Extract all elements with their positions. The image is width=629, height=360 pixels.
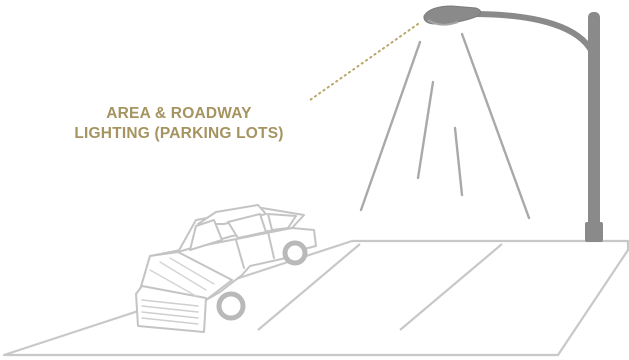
light-ray bbox=[361, 42, 420, 210]
lamp-arm bbox=[472, 14, 592, 52]
lamp-pole bbox=[588, 12, 600, 240]
lighting-category-label: AREA & ROADWAY LIGHTING (PARKING LOTS) bbox=[14, 104, 344, 144]
light-ray bbox=[418, 82, 433, 178]
parking-stall-line bbox=[400, 244, 502, 330]
parking-lot bbox=[4, 241, 628, 355]
lamp-base bbox=[585, 222, 603, 242]
light-ray bbox=[455, 128, 462, 195]
callout-leader bbox=[310, 24, 418, 100]
car-wheel bbox=[219, 294, 243, 318]
callout-line-1: AREA & ROADWAY bbox=[14, 104, 344, 124]
car-wheel bbox=[285, 243, 305, 263]
car-icon bbox=[136, 205, 316, 332]
callout-line-2: LIGHTING (PARKING LOTS) bbox=[14, 124, 344, 144]
light-rays bbox=[361, 34, 529, 218]
parking-lot-outline bbox=[4, 241, 628, 355]
street-lamp-icon bbox=[424, 6, 603, 242]
light-ray bbox=[462, 34, 529, 218]
